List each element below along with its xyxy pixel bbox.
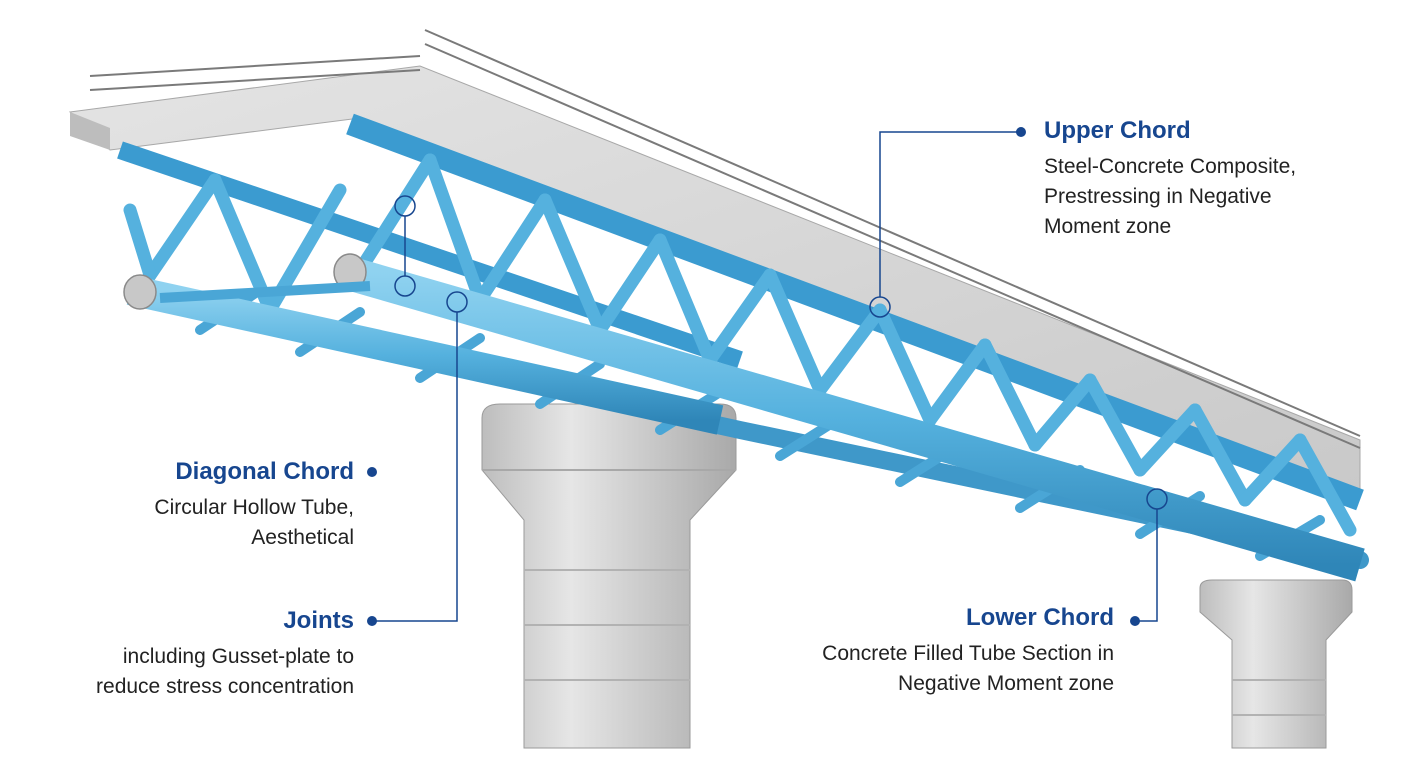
joints-desc-line: reduce stress concentration [96, 675, 354, 698]
leader-dots [367, 127, 1140, 626]
callout-diagonal-chord: Diagonal Chord Circular Hollow Tube, Aes… [154, 457, 354, 553]
upper-chord-title: Upper Chord [1044, 117, 1191, 144]
pier-main [481, 403, 737, 749]
pier-far [1199, 579, 1353, 749]
diagonal-chord-title: Diagonal Chord [175, 458, 354, 485]
callout-joints: Joints including Gusset-plate to reduce … [96, 606, 354, 702]
callout-upper-chord: Upper Chord Steel-Concrete Composite, Pr… [1044, 116, 1296, 242]
leader-lines [372, 131, 1158, 622]
lower-chord-description: Concrete Filled Tube Section in Negative… [822, 639, 1114, 699]
lower-chord-tube [123, 253, 1365, 582]
upper-chord-desc-line: Steel-Concrete Composite, [1044, 155, 1297, 178]
railing [89, 29, 1361, 449]
joints-title: Joints [283, 607, 354, 634]
joints-description: including Gusset-plate to reduce stress … [96, 642, 354, 702]
joints-desc-line: including Gusset-plate to [122, 645, 354, 668]
diagonal-chord-description: Circular Hollow Tube, Aesthetical [154, 493, 354, 553]
diagonal-chord-desc-line: Circular Hollow Tube, [154, 496, 354, 519]
upper-chord-description: Steel-Concrete Composite, Prestressing i… [1044, 152, 1296, 242]
diagonal-chord-desc-line: Aesthetical [251, 526, 354, 549]
callout-lower-chord: Lower Chord Concrete Filled Tube Section… [822, 603, 1114, 699]
lower-chord-title: Lower Chord [966, 604, 1114, 631]
upper-chord-desc-line: Moment zone [1044, 215, 1172, 238]
lower-chord-desc-line: Concrete Filled Tube Section in [822, 642, 1114, 665]
upper-chord-desc-line: Prestressing in Negative [1044, 185, 1272, 208]
lower-chord-desc-line: Negative Moment zone [898, 672, 1114, 695]
